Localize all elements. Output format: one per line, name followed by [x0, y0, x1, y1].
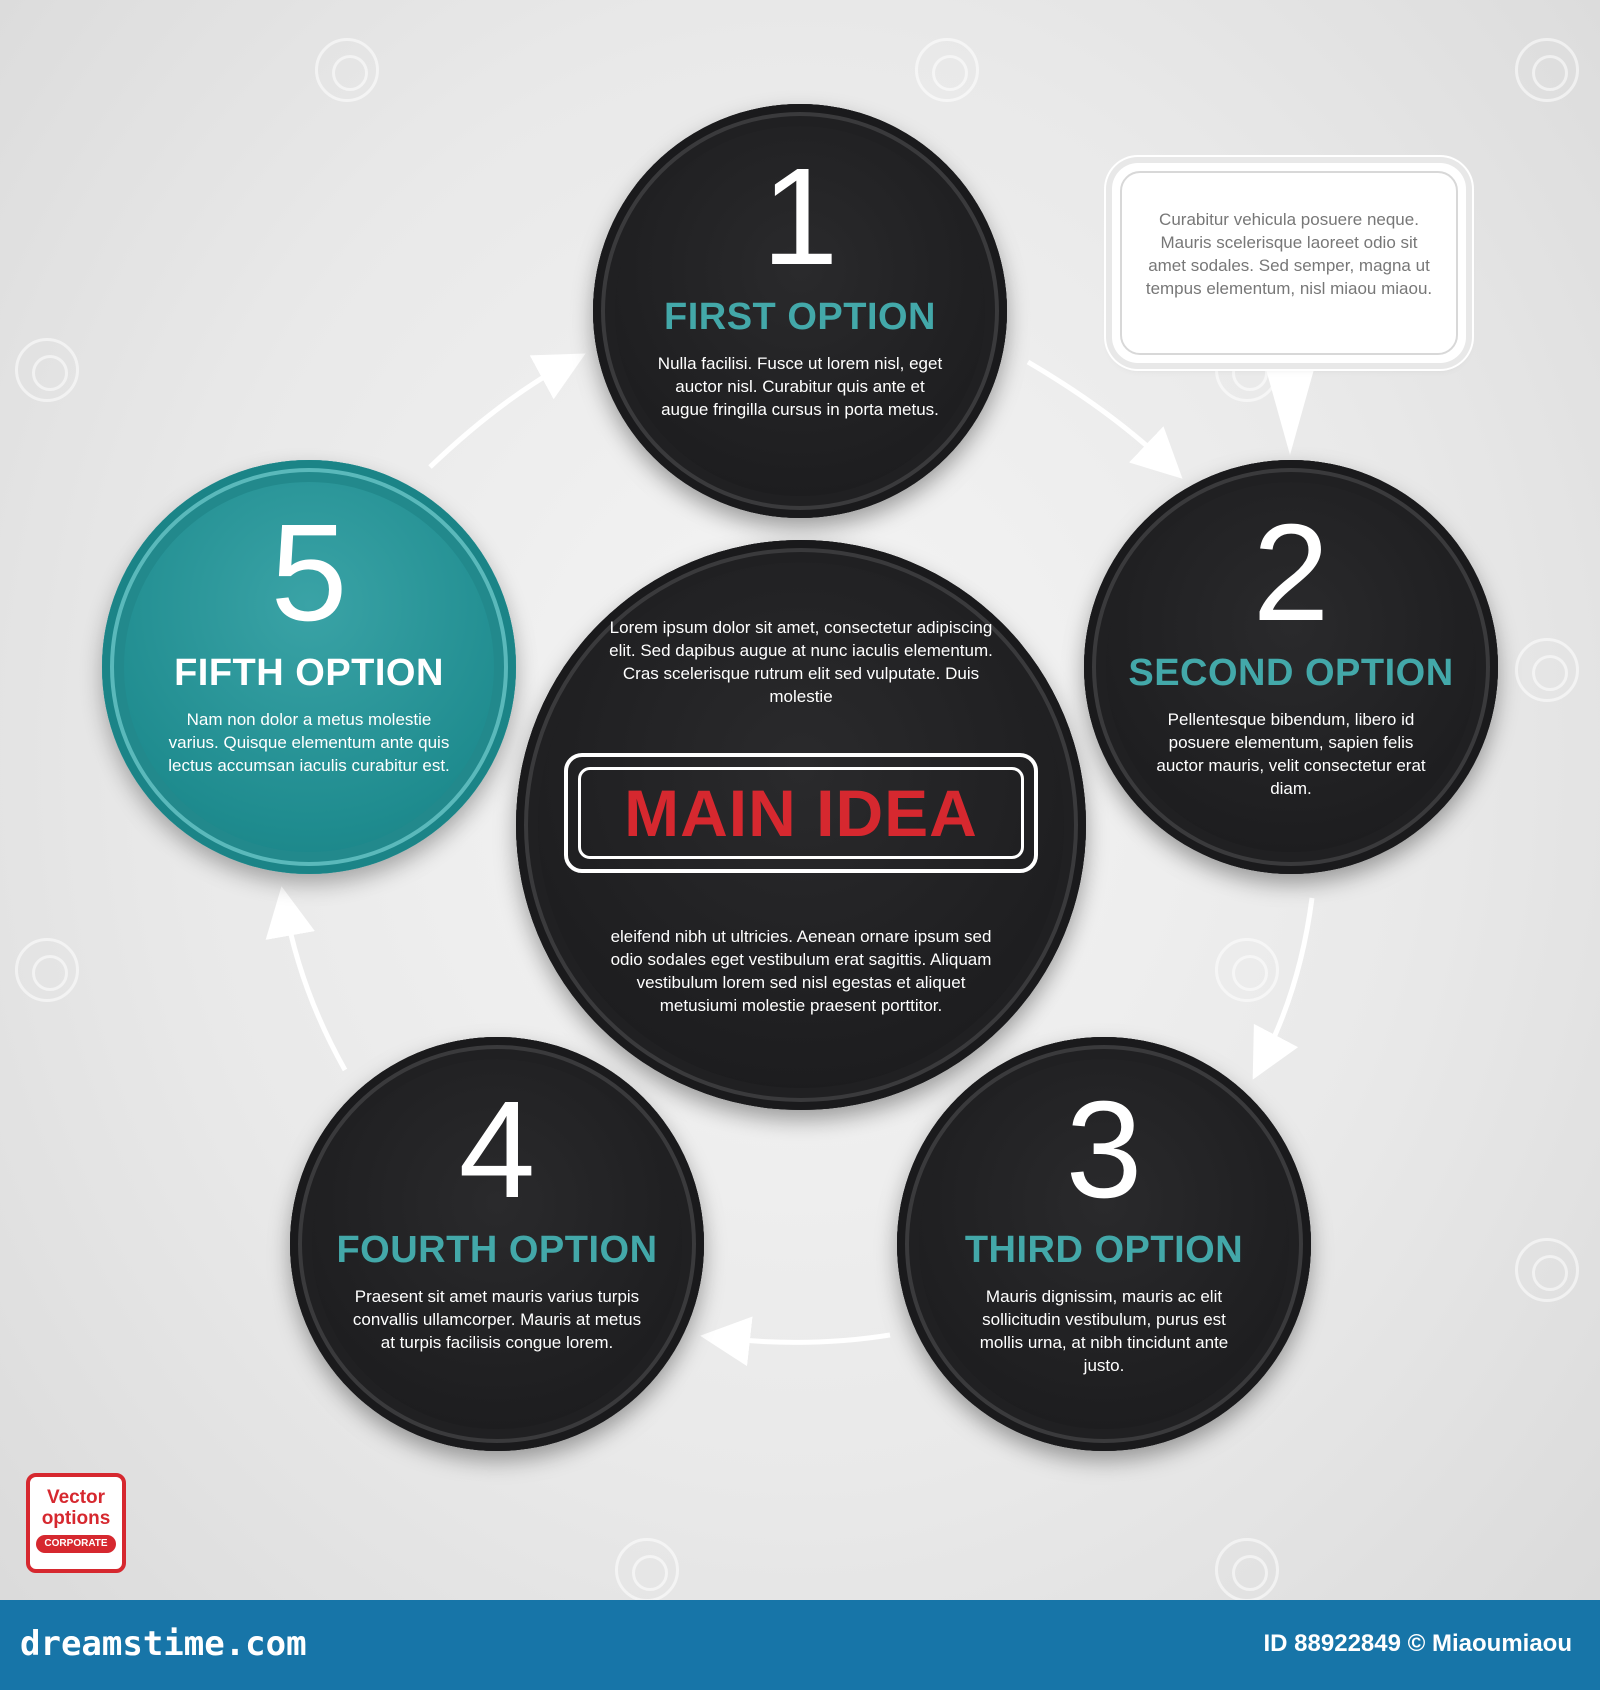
- option-5-circle: 5 FIFTH OPTION Nam non dolor a metus mol…: [102, 460, 516, 874]
- callout-border: [1120, 171, 1458, 355]
- option-3-circle: 3 THIRD OPTION Mauris dignissim, mauris …: [897, 1037, 1311, 1451]
- watermark-spiral-icon: [1515, 38, 1579, 102]
- main-idea-label-inner-frame: MAIN IDEA: [578, 767, 1024, 859]
- option-3-text: Mauris dignissim, mauris ac elit sollici…: [979, 1287, 1229, 1375]
- watermark-spiral-icon: [1215, 1538, 1279, 1602]
- watermark-spiral-icon: [915, 38, 979, 102]
- option-4-circle: 4 FOURTH OPTION Praesent sit amet mauris…: [290, 1037, 704, 1451]
- main-idea-text-bottom: eleifend nibh ut ultricies. Aenean ornar…: [610, 927, 992, 1015]
- main-idea-text-top: Lorem ipsum dolor sit amet, consectetur …: [609, 618, 993, 706]
- option-2-text: Pellentesque bibendum, libero id posuere…: [1156, 710, 1426, 798]
- footer-credit: ID 88922849 © Miaoumiaou: [1263, 1630, 1572, 1657]
- footer-bar: dreamstime.com ID 88922849 © Miaoumiaou: [0, 1600, 1600, 1690]
- option-2-title: SECOND OPTION: [1128, 652, 1454, 694]
- main-idea-label-frame: MAIN IDEA: [564, 753, 1038, 873]
- vector-options-badge: Vector options CORPORATE: [26, 1473, 126, 1573]
- watermark-spiral-icon: [1215, 938, 1279, 1002]
- option-2-circle: 2 SECOND OPTION Pellentesque bibendum, l…: [1084, 460, 1498, 874]
- watermark-spiral-icon: [615, 1538, 679, 1602]
- option-4-text: Praesent sit amet mauris varius turpis c…: [352, 1287, 642, 1352]
- option-2-number: 2: [1252, 496, 1330, 650]
- option-4-title: FOURTH OPTION: [336, 1229, 658, 1271]
- arrow-1-to-2: [1026, 359, 1183, 479]
- cycle-arrows: [265, 353, 1315, 1367]
- badge-line-2: options: [41, 1508, 111, 1529]
- option-3-number: 3: [1065, 1073, 1143, 1227]
- watermark-spiral-icon: [315, 38, 379, 102]
- watermark-spiral-icon: [15, 938, 79, 1002]
- arrow-5-to-1: [428, 353, 586, 469]
- callout-pointer: [1262, 355, 1318, 455]
- option-1-text: Nulla facilisi. Fusce ut lorem nisl, ege…: [657, 354, 943, 419]
- arrow-3-to-4: [700, 1316, 891, 1367]
- callout-bubble: Curabitur vehicula posuere neque. Mauris…: [1112, 163, 1466, 363]
- arrow-2-to-3: [1252, 897, 1315, 1080]
- arrow-4-to-5: [265, 886, 348, 1072]
- watermark-spiral-icon: [1515, 638, 1579, 702]
- watermark-spiral-icon: [15, 338, 79, 402]
- option-1-number: 1: [761, 140, 839, 294]
- main-idea-label: MAIN IDEA: [624, 776, 978, 850]
- watermark-spiral-icon: [1515, 1238, 1579, 1302]
- option-5-number: 5: [270, 496, 348, 650]
- footer-site-name: dreamstime.com: [20, 1624, 307, 1664]
- callout-text: Curabitur vehicula posuere neque. Mauris…: [1145, 210, 1433, 298]
- badge-line-1: Vector: [46, 1487, 106, 1508]
- diagram-canvas: Curabitur vehicula posuere neque. Mauris…: [15, 38, 1579, 1602]
- option-1-circle: 1 FIRST OPTION Nulla facilisi. Fusce ut …: [593, 104, 1007, 518]
- option-5-title: FIFTH OPTION: [174, 652, 444, 694]
- main-idea-circle: Lorem ipsum dolor sit amet, consectetur …: [516, 540, 1086, 1110]
- badge-tag: CORPORATE: [36, 1535, 116, 1553]
- option-3-title: THIRD OPTION: [964, 1229, 1244, 1271]
- option-4-number: 4: [458, 1073, 536, 1227]
- option-1-title: FIRST OPTION: [664, 296, 936, 338]
- option-5-text: Nam non dolor a metus molestie varius. Q…: [168, 710, 450, 775]
